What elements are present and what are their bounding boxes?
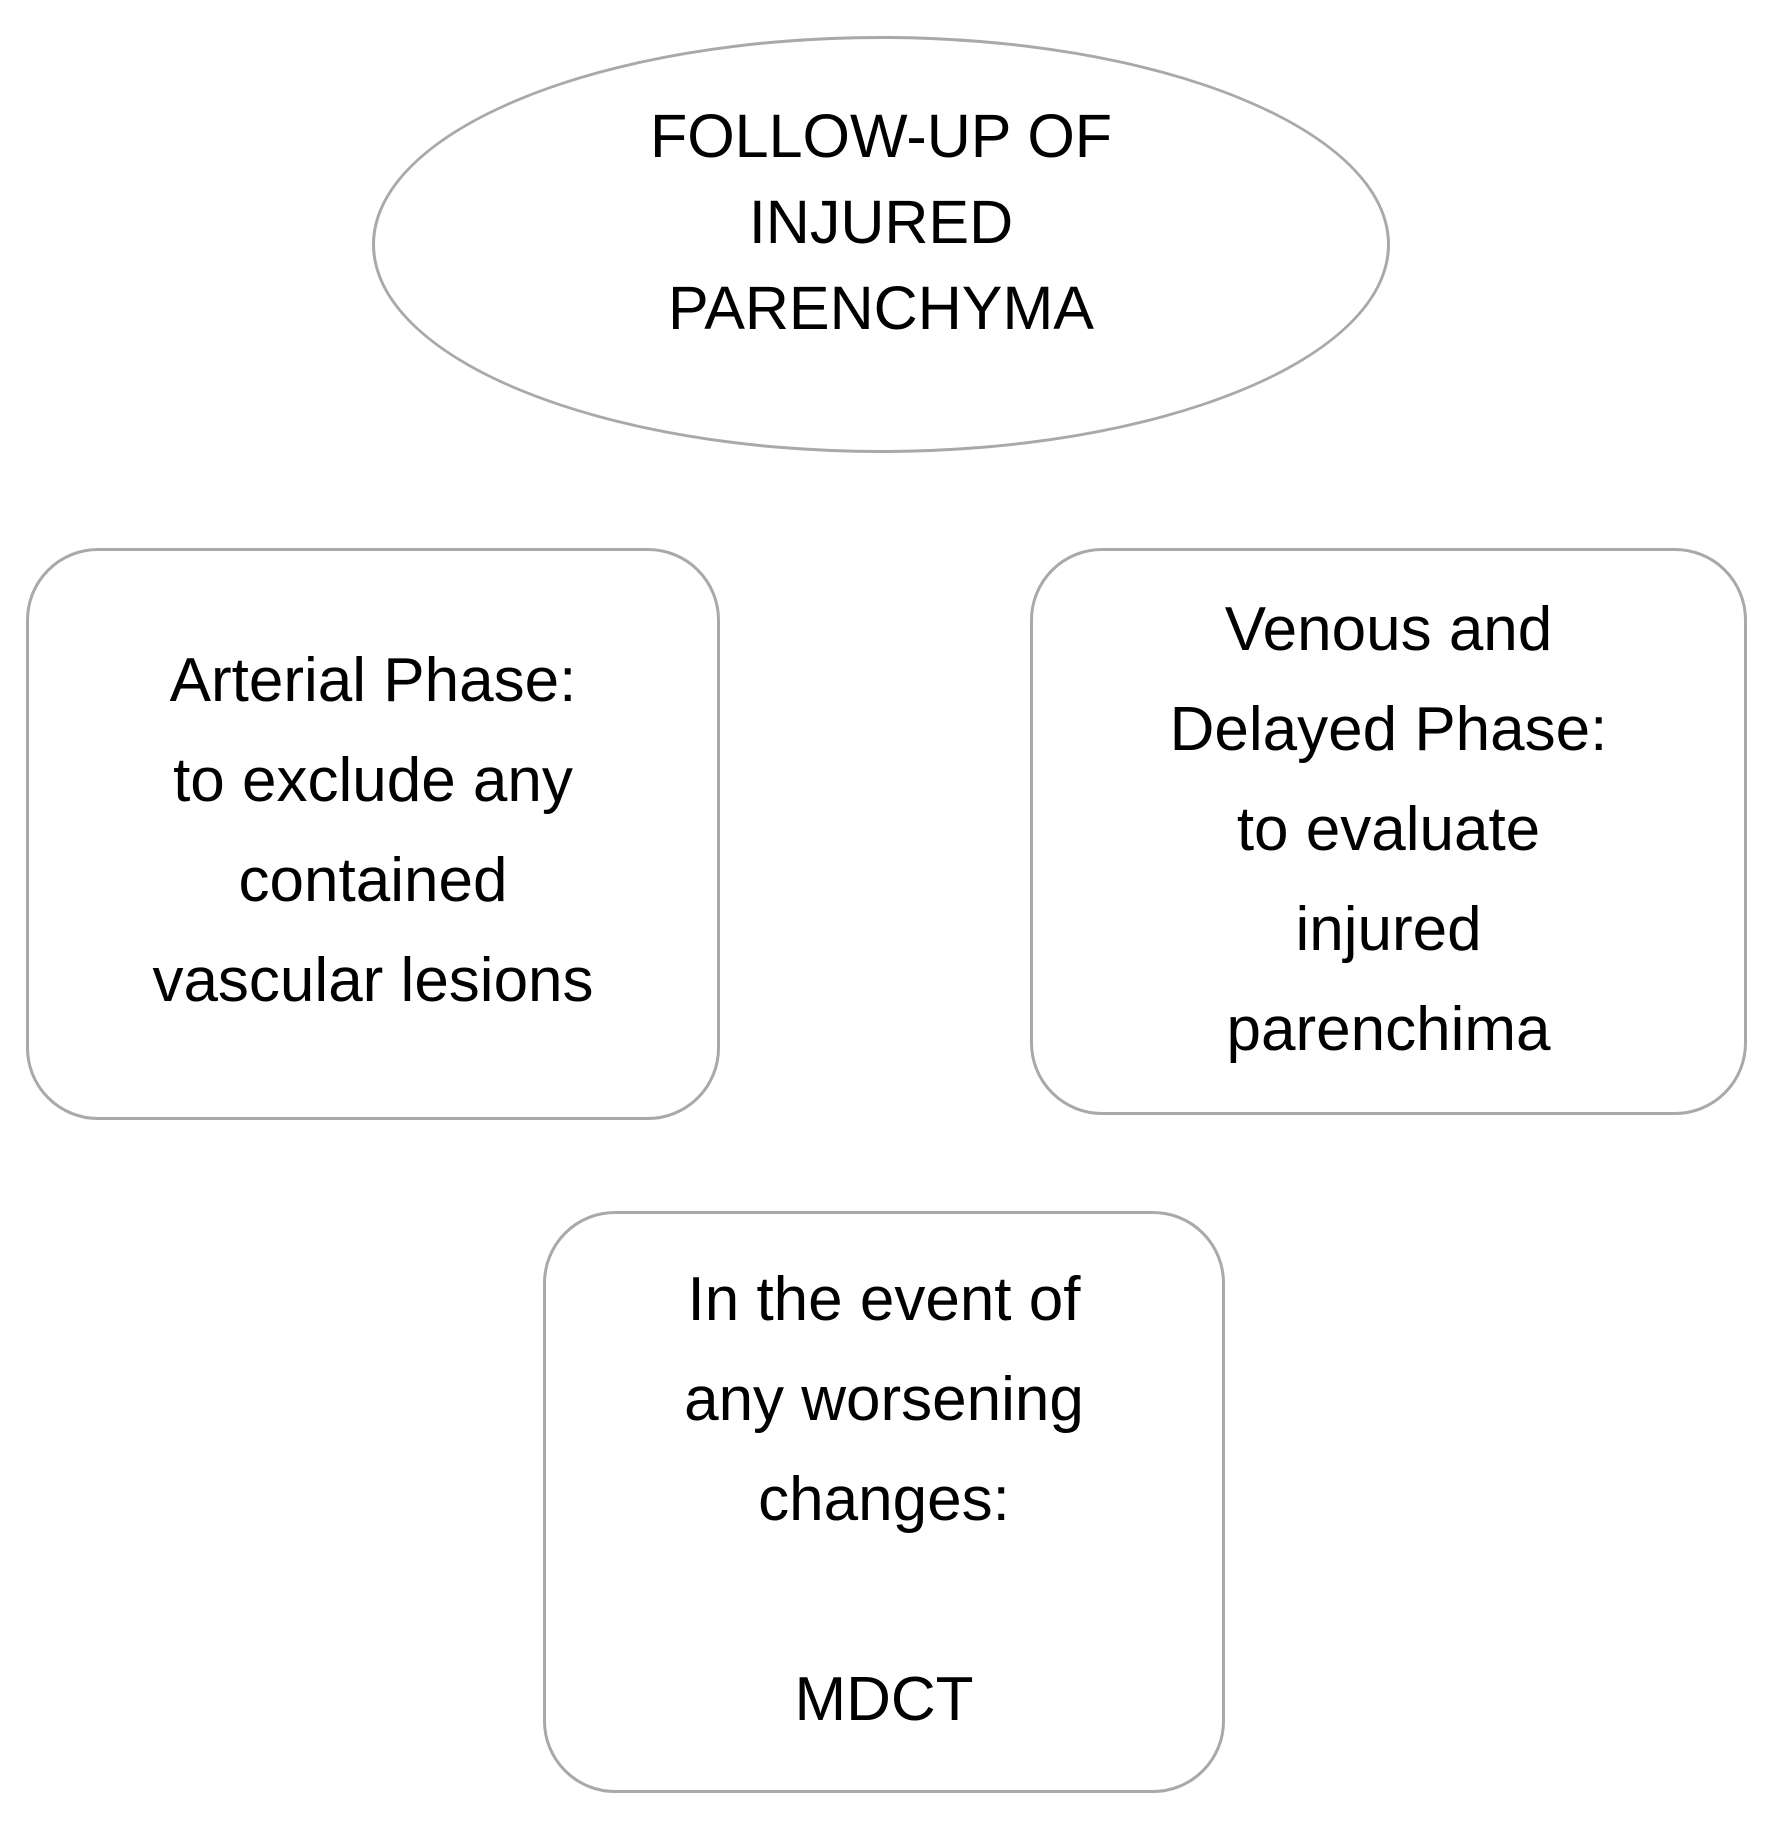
node-followup-text: FOLLOW-UP OF INJURED PARENCHYMA: [571, 93, 1191, 351]
node-venous-delayed-phase-line-1: Venous and: [1224, 594, 1553, 664]
node-arterial-phase-line-2: to exclude any: [173, 746, 573, 815]
node-venous-delayed-phase-text: Venous and Delayed Phase: to evaluate in…: [1033, 580, 1744, 1080]
node-arterial-phase-line-4: vascular lesions: [152, 946, 594, 1015]
node-worsening-changes-line-1: In the event of: [687, 1265, 1081, 1334]
node-followup-line-3: PARENCHYMA: [668, 274, 1094, 342]
node-followup-line-2: INJURED: [748, 188, 1014, 256]
node-venous-delayed-phase-line-2: Delayed Phase:: [1169, 694, 1608, 764]
node-arterial-phase-line-3: contained: [238, 846, 508, 915]
node-arterial-phase-line-1: Arterial Phase:: [169, 646, 577, 715]
node-arterial-phase-text: Arterial Phase: to exclude any contained…: [29, 631, 717, 1031]
node-worsening-changes-line-3: changes:: [758, 1465, 1010, 1534]
node-followup-line-1: FOLLOW-UP OF: [649, 102, 1113, 170]
node-followup-of-injured-parenchyma[interactable]: FOLLOW-UP OF INJURED PARENCHYMA: [372, 36, 1390, 453]
node-venous-delayed-phase-line-4: injured: [1295, 894, 1482, 964]
node-venous-delayed-phase-line-5: parenchima: [1226, 994, 1551, 1064]
node-arterial-phase[interactable]: Arterial Phase: to exclude any contained…: [26, 548, 720, 1120]
node-worsening-changes-line-5-mdct: MDCT: [794, 1665, 974, 1734]
node-worsening-changes-mdct-text: In the event of any worsening changes: M…: [546, 1250, 1222, 1750]
node-venous-delayed-phase-line-3: to evaluate: [1236, 794, 1541, 864]
node-worsening-changes-line-2: any worsening: [684, 1365, 1084, 1434]
node-venous-delayed-phase[interactable]: Venous and Delayed Phase: to evaluate in…: [1030, 548, 1747, 1115]
node-worsening-changes-mdct[interactable]: In the event of any worsening changes: M…: [543, 1211, 1225, 1793]
node-worsening-changes-line-4-spacer: [572, 1550, 1196, 1650]
